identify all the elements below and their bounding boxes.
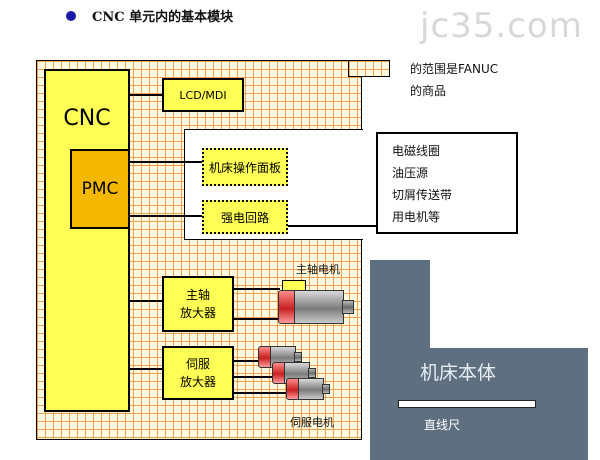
connector-cnc-panel <box>130 161 202 163</box>
servo-amplifier-block: 伺服 放大器 <box>162 346 234 400</box>
connector-cnc-circuit <box>130 215 202 217</box>
connector-servo-amp-motor-b <box>234 376 274 378</box>
lcd-mdi-label: LCD/MDI <box>179 88 227 102</box>
external-device-item: 油压源 <box>392 166 429 180</box>
servo-motor-label: 伺服电机 <box>290 416 334 429</box>
connector-servo-amp-motor-a <box>234 360 260 362</box>
page-title: CNC 单元内的基本模块 <box>92 10 234 25</box>
external-device-item: 电磁线圈 <box>392 144 441 158</box>
external-device-item: 切屑传送带 <box>392 188 453 202</box>
linear-scale-icon <box>398 400 536 408</box>
connector-servo-amp-motor-c <box>234 392 288 394</box>
machine-panel-label: 机床操作面板 <box>208 160 281 175</box>
connector-cnc-servo-amp <box>130 368 162 370</box>
title-bullet-icon <box>66 11 76 21</box>
connector-spindle-amp-motor-b <box>234 318 280 320</box>
lcd-mdi-block: LCD/MDI <box>162 78 244 112</box>
linear-scale-label: 直线尺 <box>424 418 461 432</box>
connector-cnc-spindle-amp <box>130 300 162 302</box>
spindle-amplifier-label-1: 主轴 <box>185 288 210 302</box>
external-devices-box: 电磁线圈 油压源 切屑传送带 用电机等 <box>376 132 518 234</box>
connector-cnc-lcd <box>130 94 162 96</box>
pmc-block: PMC <box>70 149 130 229</box>
servo-amplifier-label-2: 放大器 <box>179 375 216 389</box>
cnc-label: CNC <box>63 106 111 131</box>
external-device-item: 用电机等 <box>392 210 441 224</box>
legend-text-line1: 的范围是FANUC <box>410 62 499 76</box>
spindle-amplifier-block: 主轴 放大器 <box>162 276 234 332</box>
strong-circuit-block: 强电回路 <box>202 200 288 234</box>
servo-motor-icon <box>286 378 336 402</box>
connector-spindle-amp-motor-a <box>234 288 280 290</box>
spindle-motor-label: 主轴电机 <box>296 263 340 276</box>
watermark: jc35.com <box>420 6 583 46</box>
spindle-amplifier-label-2: 放大器 <box>179 306 216 320</box>
cnc-block <box>44 69 130 412</box>
servo-amplifier-label-1: 伺服 <box>185 357 210 371</box>
strong-circuit-label: 强电回路 <box>220 210 269 225</box>
legend-text-line2: 的商品 <box>410 84 447 98</box>
pmc-label: PMC <box>81 179 119 199</box>
connector-circuit-external <box>288 225 376 227</box>
machine-panel-block: 机床操作面板 <box>202 148 288 186</box>
legend-swatch <box>348 60 390 77</box>
machine-body-label: 机床本体 <box>420 362 497 384</box>
spindle-motor-icon <box>276 280 358 328</box>
